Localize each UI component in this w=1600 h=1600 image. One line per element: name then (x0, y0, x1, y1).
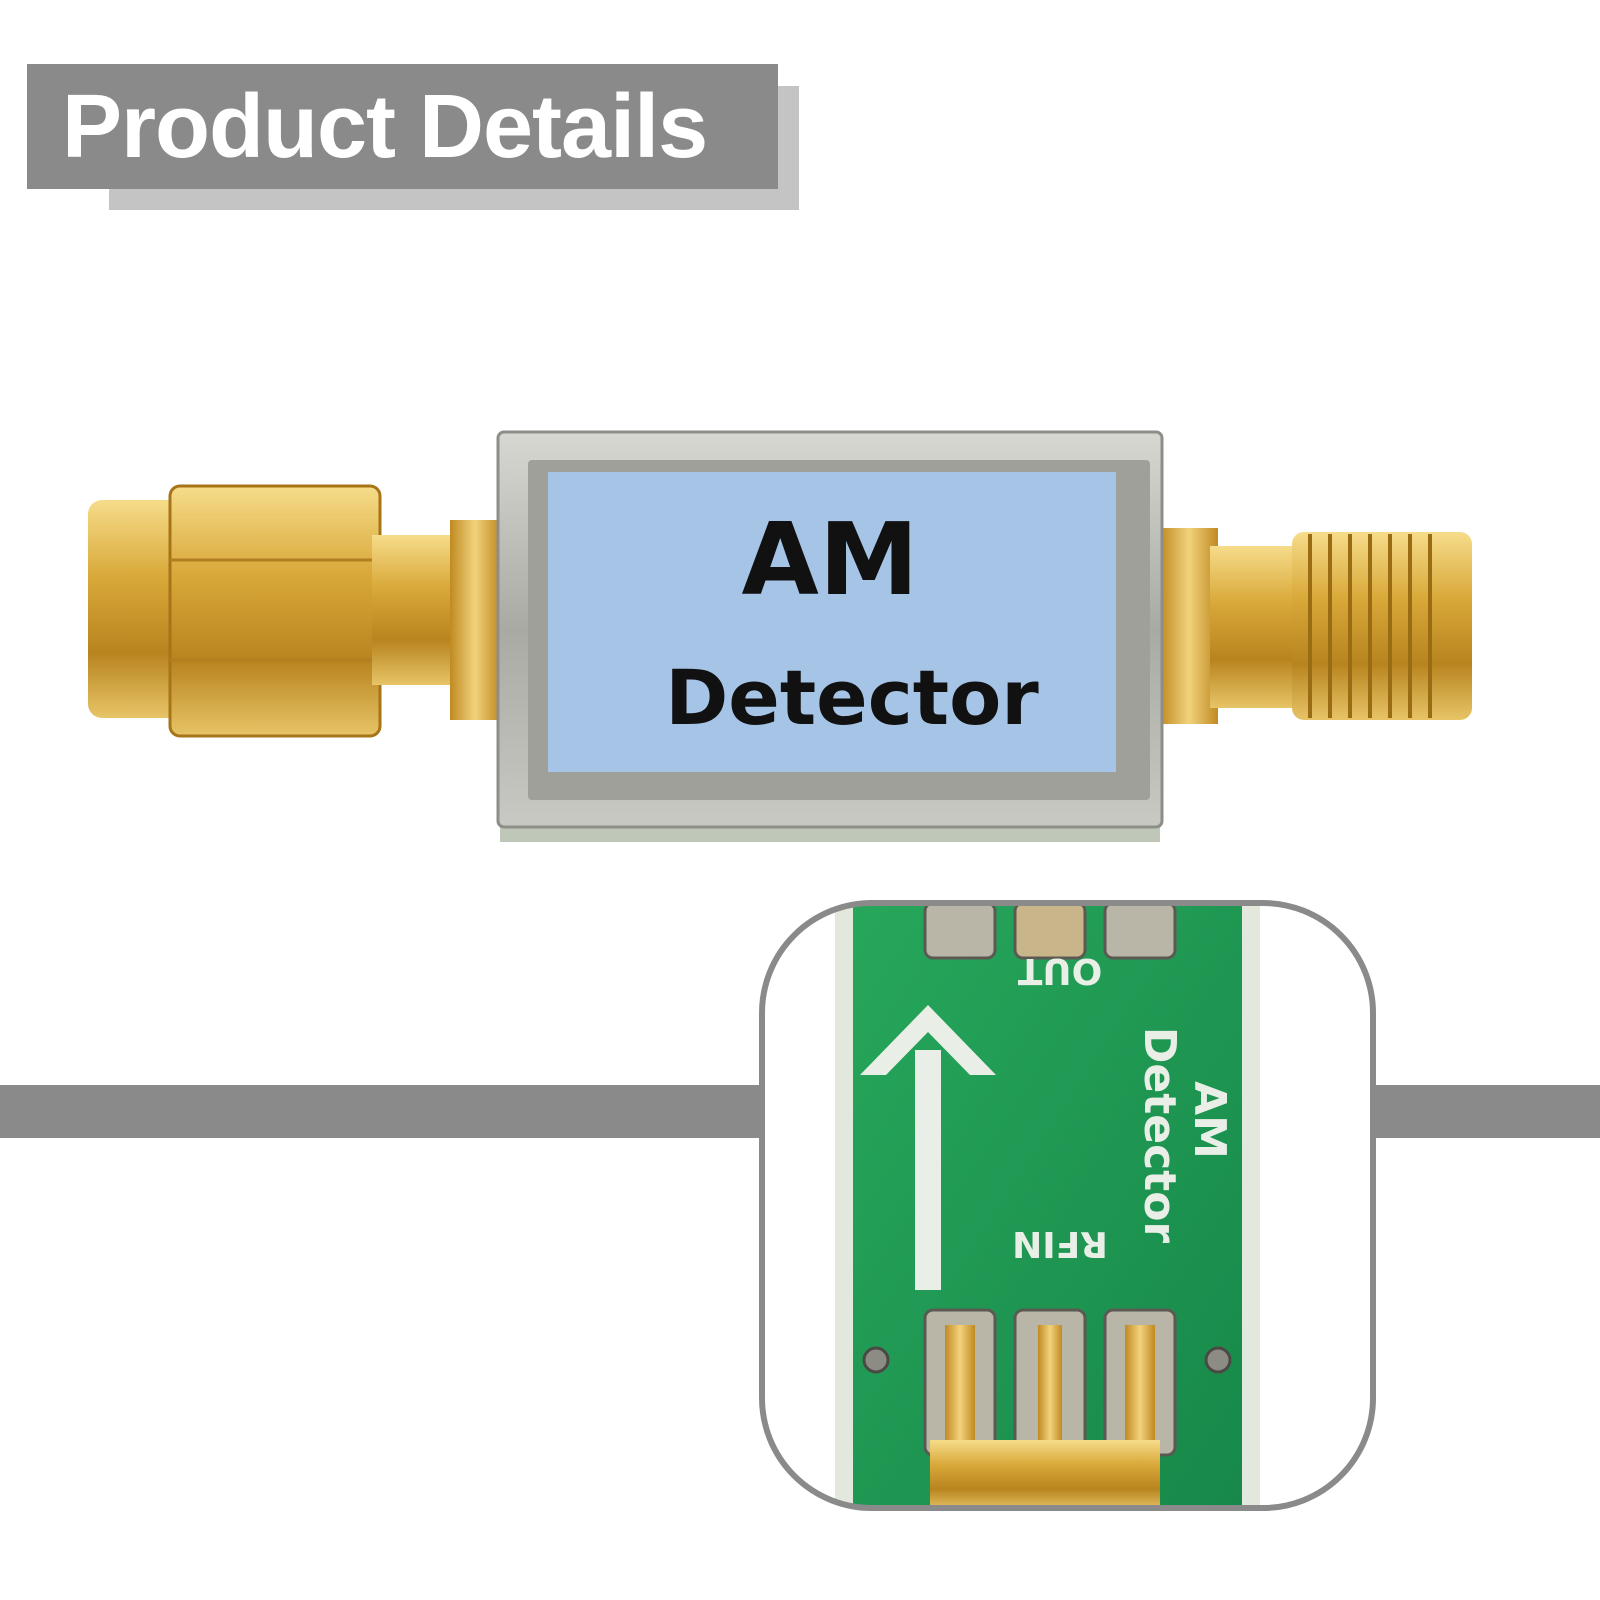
top-pads (923, 903, 1177, 960)
mounting-holes (862, 1346, 1232, 1374)
sma-male-connector (88, 484, 500, 738)
pcb-detector-label: Detector (1134, 1027, 1185, 1244)
pin-out-label: OUT (1017, 950, 1102, 991)
page-title: Product Details (62, 77, 708, 177)
bottom-pins (923, 1308, 1177, 1508)
title-banner (27, 64, 778, 189)
label-am-text: AM (742, 501, 919, 618)
sma-female-connector (1160, 528, 1472, 724)
pcb-closeup-inset: OUT RFIN AM Detector (759, 900, 1376, 1511)
arrow-icon (860, 1005, 996, 1290)
product-label: AM Detector (548, 472, 1116, 772)
label-detector-text: Detector (665, 653, 1039, 742)
pin-rfin-label: RFIN (1012, 1223, 1108, 1264)
pcb-am-label: AM (1184, 1081, 1235, 1159)
